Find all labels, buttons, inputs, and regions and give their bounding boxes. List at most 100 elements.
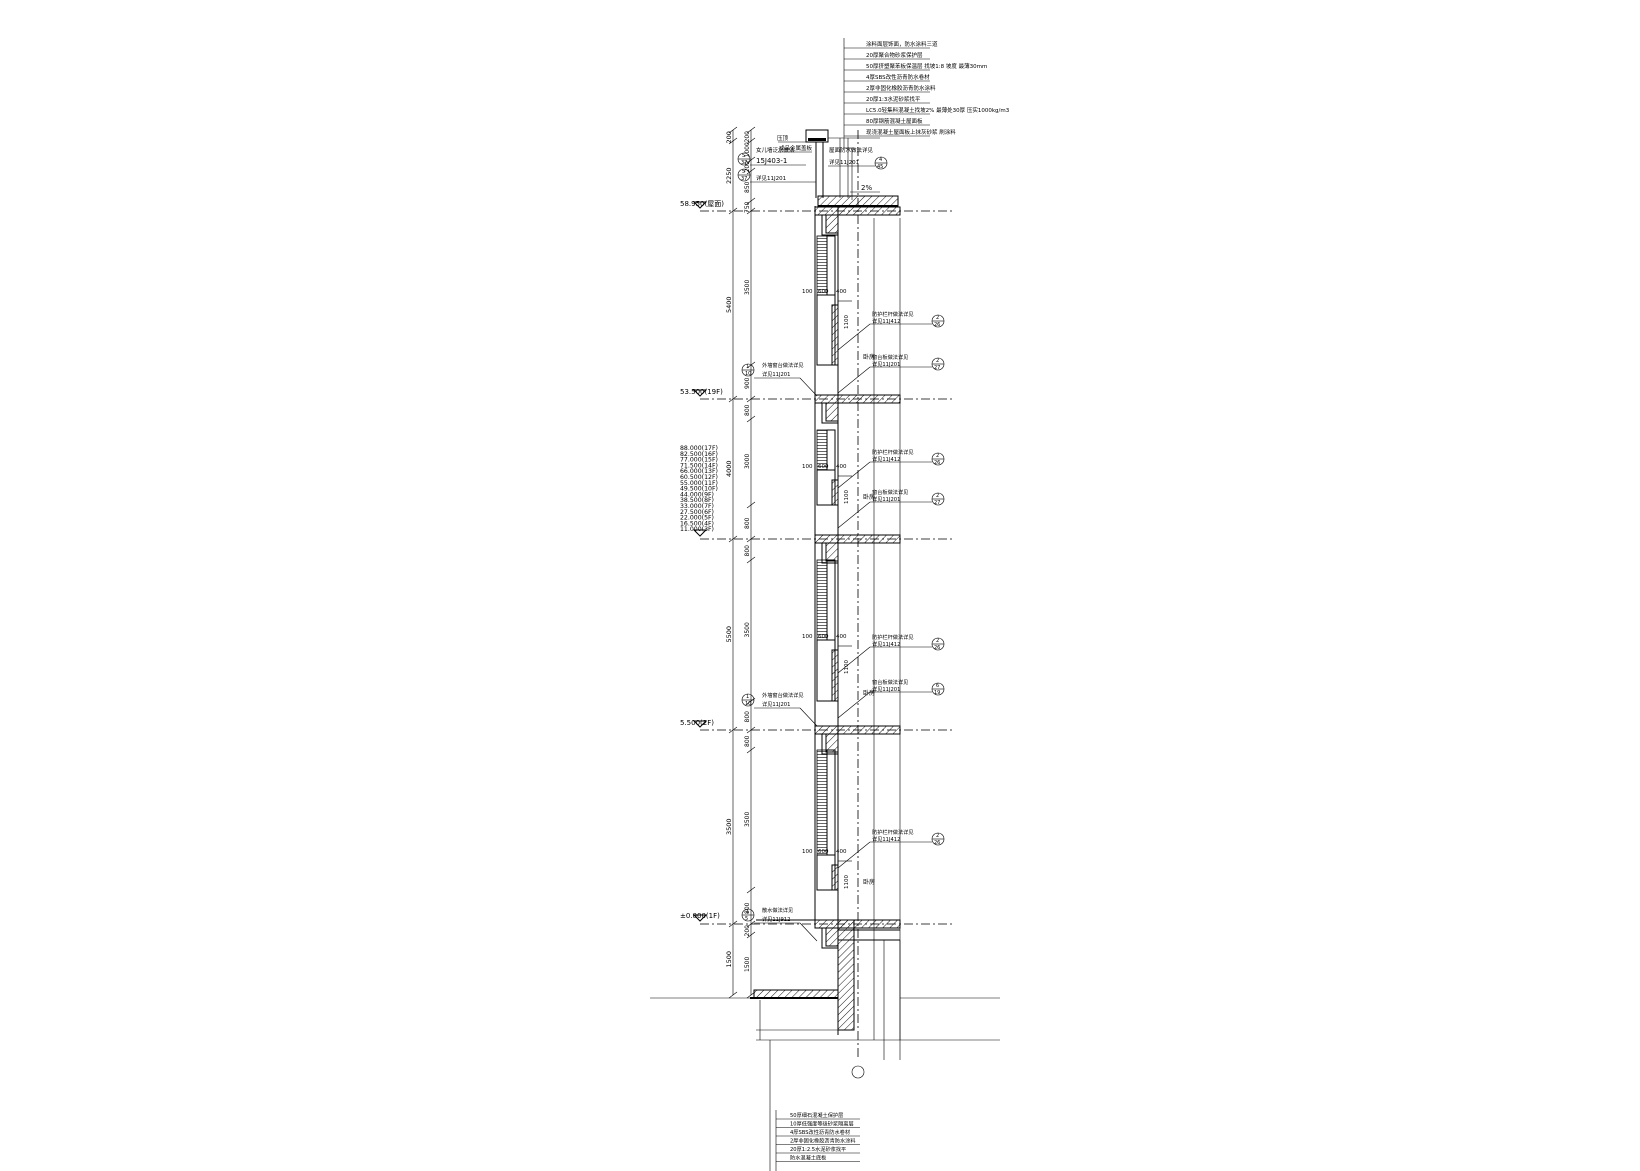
- bottom-note: 4厚SBS改性沥青防水卷材: [790, 1128, 850, 1136]
- top-note: 2厚非固化橡胶沥青防水涂料: [866, 84, 936, 92]
- floor-slab: [837, 206, 901, 216]
- bottom-note: 50厚细石混凝土保护层: [790, 1111, 843, 1119]
- slab-edge: [814, 725, 839, 735]
- callout-label: 防护栏杆做法详见: [872, 310, 914, 318]
- bubble-num: 2: [936, 493, 939, 499]
- bottom-note: 20厚1:2.5水泥砂浆找平: [790, 1145, 846, 1153]
- callout-ref: 详见11J201: [762, 700, 790, 708]
- bubble-num: 37: [741, 176, 747, 182]
- room-label: 卧房: [863, 353, 875, 361]
- inner-dimension: 750: [744, 201, 751, 213]
- window-dim: 600: [818, 849, 829, 855]
- parapet-bubble-top: 5: [742, 153, 745, 159]
- level-stack-item: 66.000(13F): [680, 468, 718, 475]
- level-stack-item: 60.500(12F): [680, 474, 718, 481]
- bubble-num: 19: [934, 690, 940, 696]
- bottom-notes-block: 50厚细石混凝土保护层10厚低强度等级砂浆隔离层4厚SBS改性沥青防水卷材2厚非…: [775, 1110, 860, 1171]
- sill-dim: 1100: [844, 875, 850, 889]
- parapet-top-label-1: 压顶: [777, 135, 789, 142]
- callout-label: 外墙窗台做法详见: [762, 361, 804, 369]
- inner-dimension: 3500: [744, 280, 751, 295]
- level-stack-item: 27.500(6F): [680, 509, 714, 516]
- inner-dimension: 900: [744, 377, 751, 389]
- roof-callout-label: 屋面防水做法详见: [829, 146, 874, 154]
- level-stack-item: 16.500(4F): [680, 520, 714, 527]
- level-roof: 58.950(屋面): [680, 200, 724, 208]
- room-label: 卧房: [863, 878, 875, 886]
- window-frame: [826, 749, 836, 856]
- level-stack-item: 38.500(8F): [680, 497, 714, 504]
- bubble-num: 1: [746, 364, 749, 370]
- window-dim: 600: [818, 289, 829, 295]
- top-note: 80厚钢筋混凝土屋面板: [866, 117, 923, 125]
- level-marker: [692, 914, 708, 922]
- sill-hatch: [831, 649, 839, 702]
- callout-label: 防护栏杆做法详见: [872, 633, 914, 641]
- window-dim: 100: [802, 289, 813, 295]
- parapet-top-label-2: 成品金属盖板: [779, 144, 813, 152]
- window-dim: 400: [836, 634, 847, 640]
- callout-ref: 详见11J201: [872, 685, 900, 693]
- sill-hatch: [831, 304, 839, 366]
- bubble-num: 26: [934, 840, 940, 846]
- sill-dim: 1100: [844, 315, 850, 329]
- callout-label: 窗台板做法详见: [872, 488, 908, 496]
- inner-dimension: 200: [744, 925, 751, 937]
- bubble-num: 26: [934, 460, 940, 466]
- inner-dimension: 3000: [744, 454, 751, 469]
- top-note: 50厚挤塑聚苯板保温层 找坡1:8 坡度 最薄30mm: [866, 62, 987, 70]
- bottom-note: 10厚低强度等级砂浆隔离层: [790, 1120, 854, 1128]
- callout-ref: 详见11J412: [872, 835, 900, 843]
- level-marker: [692, 720, 708, 728]
- bubble-num: 26: [934, 322, 940, 328]
- window-glazing: [816, 235, 828, 296]
- callout-label: 防护栏杆做法详见: [872, 448, 914, 456]
- callout-label: 窗台板做法详见: [872, 678, 908, 686]
- callout-ref: 详见11J201: [872, 495, 900, 503]
- bubble-num: 10: [745, 371, 751, 377]
- bubble-num: 26: [934, 645, 940, 651]
- bubble-num: 5: [742, 169, 745, 175]
- sill-hatch: [831, 479, 839, 506]
- parapet-sub: 详见11J201: [756, 174, 786, 182]
- window-dim: 400: [836, 289, 847, 295]
- bubble-num: 2: [936, 358, 939, 364]
- window-dim: 600: [818, 634, 829, 640]
- slab-edge: [814, 394, 839, 404]
- inner-dimension: 800: [744, 545, 751, 557]
- beam-hatch: [825, 733, 839, 753]
- top-note: 20厚聚合物砂浆保护层: [866, 51, 923, 59]
- level-stack-item: 22.000(5F): [680, 515, 714, 522]
- window-dim: 100: [802, 849, 813, 855]
- outer-dimension: 3500: [725, 818, 733, 835]
- outer-dimension: 1500: [725, 951, 733, 968]
- level-stack-item: 55.000(11F): [680, 480, 718, 487]
- level-marker: [692, 529, 708, 537]
- callout-label: 外墙窗台做法详见: [762, 691, 804, 699]
- outer-dimension: 5500: [725, 626, 733, 643]
- level-stack-item: 44.000(9F): [680, 491, 714, 498]
- level-2f: 5.500(2F): [680, 719, 714, 727]
- window-glazing: [816, 749, 828, 856]
- bubble-num: 5: [745, 916, 748, 922]
- sill-hatch: [831, 864, 839, 891]
- bubble-num: 10: [745, 701, 751, 707]
- outer-dimension: 2250: [725, 167, 733, 184]
- parapet-label: 女儿墙泛水做法: [756, 146, 795, 154]
- parapet: 2% 压顶 成品金属盖板 5 37 女儿墙泛水做法 15J403-1 5 37 …: [737, 129, 899, 207]
- window-dim: 400: [836, 464, 847, 470]
- bubble-num: 1: [746, 694, 749, 700]
- grid-axis-bubble: [851, 1065, 865, 1079]
- parapet-bubble-bot: 37: [741, 160, 747, 166]
- inner-dimension: 850: [744, 181, 751, 193]
- inner-dimension: 800: [744, 517, 751, 529]
- room-label: 卧房: [863, 493, 875, 501]
- bubble-num: 2: [936, 638, 939, 644]
- bottom-note: 防水混凝土底板: [790, 1154, 827, 1162]
- window-dim: 100: [802, 634, 813, 640]
- top-note: 20厚1:3水泥砂浆找平: [866, 95, 921, 103]
- window-glazing: [816, 559, 828, 641]
